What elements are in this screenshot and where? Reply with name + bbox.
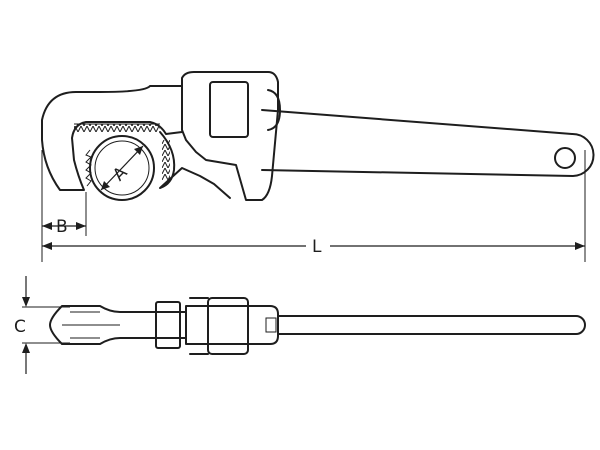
dimension-a: A [100, 145, 144, 191]
dimension-l: L [42, 150, 586, 262]
hook-jaw [41, 85, 183, 191]
wrench-frame [181, 71, 279, 201]
dimension-a-label: A [109, 163, 132, 186]
heel-jaw [159, 131, 231, 199]
top-view-handle [277, 315, 586, 335]
top-view-frame [185, 305, 279, 345]
pipe-section [89, 135, 155, 201]
dimension-c: C [14, 276, 70, 374]
frame-side-bump [267, 89, 281, 131]
hook-jaw-teeth [74, 124, 160, 132]
top-view-adjusting-nut [207, 297, 249, 355]
heel-jaw-teeth [162, 140, 170, 180]
dimension-l-label: L [312, 237, 322, 257]
wrench-handle [261, 109, 595, 177]
handle-hang-hole [554, 147, 576, 169]
wrench-side-view: A B L [41, 71, 595, 262]
top-view-jaw [49, 305, 187, 345]
dimension-b: B [41, 150, 87, 262]
dimension-b-label: B [56, 217, 68, 237]
wrench-top-view: C [14, 276, 586, 374]
pipe-inner-ring [94, 140, 150, 196]
top-view-sleeve [155, 301, 181, 349]
adjusting-nut-window [209, 81, 249, 138]
dimension-c-label: C [14, 317, 26, 337]
